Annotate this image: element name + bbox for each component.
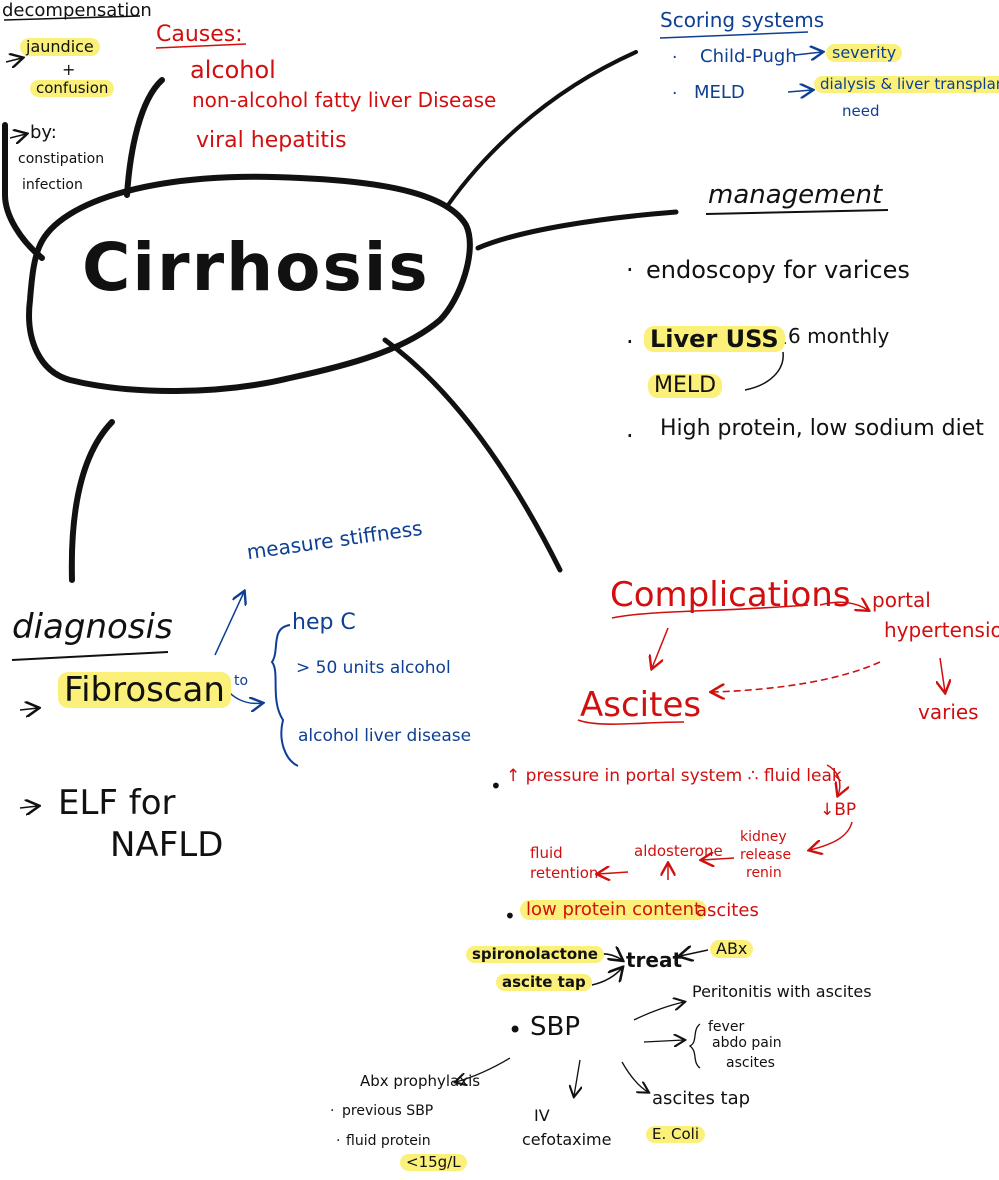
proph-bullet-1: · xyxy=(330,1103,335,1119)
diag-elf: ELF for xyxy=(58,783,176,823)
spoke-scoring xyxy=(446,50,638,207)
treat-abx: ABx xyxy=(710,940,754,958)
scoring-meld-need: need xyxy=(842,102,880,120)
scoring-severity: severity xyxy=(826,44,903,62)
ascites-bullet-1: • xyxy=(490,774,502,798)
ascites-kidney: kidney xyxy=(740,829,787,845)
sbp-peritonitis: Peritonitis with ascites xyxy=(692,982,872,1001)
sbp-ascites-tap: ascites tap xyxy=(652,1088,751,1109)
comp-hypertension: hypertension xyxy=(884,618,999,642)
treat-spironolactone: spironolactone xyxy=(466,946,604,963)
cause-alcohol: alcohol xyxy=(190,56,276,84)
comp-varies: varies xyxy=(918,700,979,724)
mgmt-bullet-1: · xyxy=(626,256,634,284)
mgmt-6-monthly: 6 monthly xyxy=(788,324,890,348)
mgmt-meld: MELD xyxy=(648,374,723,398)
treat-label: treat xyxy=(626,948,683,972)
uses-brace xyxy=(270,624,299,767)
management-title: management xyxy=(708,180,883,210)
treat-ascite-tap: ascite tap xyxy=(496,974,592,991)
ascites-low-protein: low protein content xyxy=(520,900,708,920)
decomp-underline xyxy=(3,15,141,21)
diag-to: to xyxy=(234,673,249,689)
ascites-bp: ↓BP xyxy=(820,800,857,820)
central-title: Cirrhosis xyxy=(82,229,430,306)
scoring-bullet-1: · xyxy=(672,48,678,68)
sbp-iv: IV xyxy=(534,1106,550,1125)
mgmt-endoscopy: endoscopy for varices xyxy=(646,256,910,284)
proph-bullet-2: · xyxy=(336,1133,341,1149)
sbp-sx-fever: fever xyxy=(708,1019,745,1035)
ascites-retention: retention xyxy=(530,864,599,882)
diagnosis-title: diagnosis xyxy=(12,607,173,647)
sbp-abx-prophylaxis: Abx prophylaxis xyxy=(360,1072,481,1090)
cirrhosis-ellipse xyxy=(26,173,473,394)
proph-value: <15g/L xyxy=(400,1154,467,1171)
diag-use-alcohol-units: > 50 units alcohol xyxy=(296,658,451,678)
spoke-causes xyxy=(124,77,165,198)
ascites-release: release xyxy=(740,847,792,863)
symptoms-brace xyxy=(688,1023,701,1069)
complications-title: Complications xyxy=(610,575,851,615)
ascites-bullet-2: • xyxy=(504,904,516,928)
mgmt-bullet-3: · xyxy=(626,422,634,450)
spoke-diagnosis xyxy=(68,419,115,583)
decomp-by-constipation: constipation xyxy=(18,151,105,167)
sbp-sx-ascites: ascites xyxy=(726,1055,775,1071)
scoring-bullet-2: · xyxy=(672,84,678,104)
scoring-meld-use: dialysis & liver transplant xyxy=(814,76,999,93)
ascites-word: ascites xyxy=(696,900,759,921)
causes-title: Causes: xyxy=(156,22,243,47)
mgmt-bullet-2: · xyxy=(626,328,634,356)
decompensation-title: decompensation xyxy=(2,0,152,21)
sbp-title: SBP xyxy=(530,1012,581,1042)
comp-ascites-title: Ascites xyxy=(580,685,702,725)
sbp-sx-abdo-pain: abdo pain xyxy=(712,1035,782,1051)
cause-nafld: non-alcohol fatty liver Disease xyxy=(192,88,497,112)
decomp-plus: + xyxy=(62,60,76,79)
ascites-renin: renin xyxy=(746,865,782,881)
ascites-pressure: ↑ pressure in portal system ∴ fluid leak xyxy=(506,766,842,786)
sbp-ecoli: E. Coli xyxy=(646,1126,705,1143)
cause-viral-hepatitis: viral hepatitis xyxy=(196,128,347,153)
proph-fluid-protein: fluid protein xyxy=(346,1133,431,1149)
diag-use-ald: alcohol liver disease xyxy=(298,726,472,746)
spoke-management xyxy=(475,209,679,251)
scoring-meld: MELD xyxy=(694,82,745,103)
diag-use-hep-c: hep C xyxy=(292,610,356,635)
spoke-complications xyxy=(382,337,563,573)
proph-previous-sbp: previous SBP xyxy=(342,1103,434,1119)
mgmt-diet: High protein, low sodium diet xyxy=(660,416,984,441)
decomp-jaundice: jaundice xyxy=(20,38,100,56)
sbp-bullet: • xyxy=(508,1016,523,1044)
decomp-by-infection: infection xyxy=(22,177,83,193)
sbp-cefotaxime: cefotaxime xyxy=(522,1130,612,1149)
spoke-decompensation xyxy=(1,122,45,261)
mgmt-liver-uss: Liver USS xyxy=(644,326,785,352)
decomp-by-label: by: xyxy=(30,122,57,143)
ascites-aldosterone: aldosterone xyxy=(634,842,723,860)
comp-portal: portal xyxy=(872,588,931,612)
diag-nafld: NAFLD xyxy=(110,825,224,865)
ascites-fluid: fluid xyxy=(530,844,563,862)
decomp-confusion: confusion xyxy=(30,80,115,97)
diag-fibroscan: Fibroscan xyxy=(58,672,231,708)
scoring-child-pugh: Child-Pugh xyxy=(700,46,797,67)
scoring-title: Scoring systems xyxy=(660,8,825,32)
